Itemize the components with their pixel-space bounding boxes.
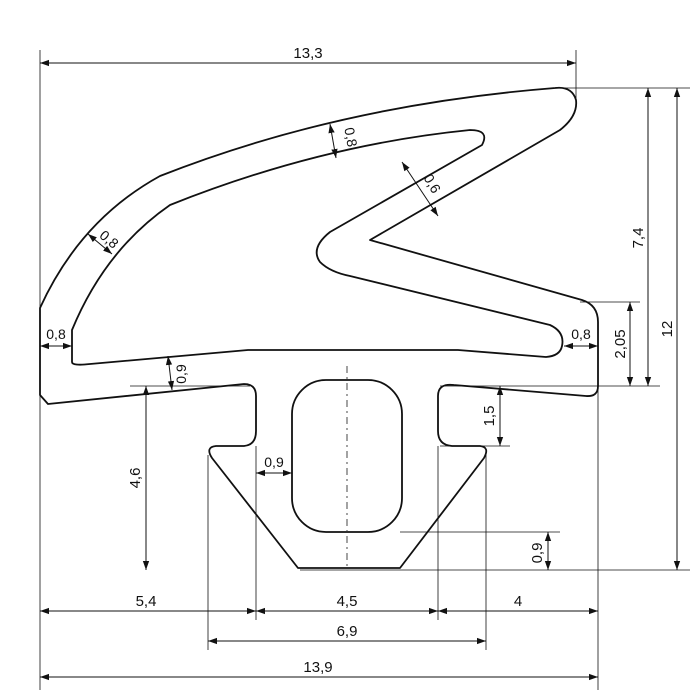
dim-lip-height: 7,4 — [630, 228, 647, 249]
inner-cavity — [71, 129, 564, 366]
dim-width-bottom: 13,9 — [303, 659, 332, 676]
dim-neck-wall: 0,9 — [264, 454, 284, 470]
dim-mid-section: 4,5 — [337, 593, 358, 610]
dim-line-wall-upper — [328, 123, 338, 159]
dim-upper-lip-offset: 2,05 — [612, 329, 629, 358]
dim-width-top: 13,3 — [293, 45, 322, 62]
dim-wall-bottom-top: 0,9 — [173, 364, 189, 384]
dim-foot-height: 4,6 — [127, 468, 144, 489]
dim-wall-left: 0,8 — [46, 326, 66, 342]
dim-line-wall-inner-diag — [401, 161, 439, 217]
extension-lines — [39, 50, 690, 690]
dim-base-offset: 1,5 — [481, 406, 498, 427]
dim-line-wall-left-diag — [87, 233, 113, 255]
dim-wall-upper: 0,8 — [341, 126, 360, 148]
dim-base-thickness: 0,9 — [529, 543, 546, 564]
dim-right-section: 4 — [514, 593, 522, 610]
dim-wall-right: 0,8 — [571, 326, 591, 342]
dim-base-width: 6,9 — [337, 623, 358, 640]
dim-line-wall-bottom-top — [165, 355, 175, 391]
dim-overall-height: 12 — [659, 321, 676, 338]
dim-left-section: 5,4 — [136, 593, 157, 610]
